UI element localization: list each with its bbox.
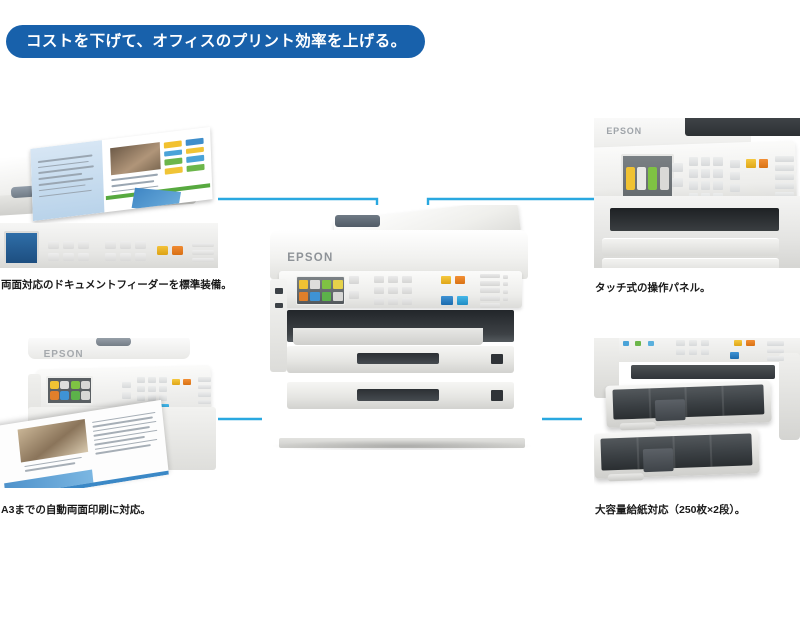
feature-photo-cassette — [594, 338, 800, 488]
output-slot — [610, 208, 780, 231]
touch-lcd-screen — [295, 276, 346, 305]
page-header-banner: コストを下げて、オフィスのプリント効率を上げる。 — [6, 25, 425, 58]
printer-lcd — [4, 231, 39, 265]
printer-illustration: EPSON — [262, 205, 542, 450]
touch-lcd-screen — [45, 375, 94, 405]
paper-cassette-illustration — [594, 338, 800, 488]
paper-cassette-upper — [602, 238, 780, 256]
printed-a3-output — [0, 399, 169, 488]
scanned-document-sheet — [29, 126, 213, 221]
document-feeder-grip — [334, 214, 380, 228]
output-tray[interactable] — [292, 327, 484, 345]
epson-logo: EPSON — [287, 251, 334, 264]
paper-cassette-upper[interactable] — [605, 380, 772, 430]
paper-cassette-lower — [602, 257, 780, 268]
feature-photo-panel: EPSON — [594, 118, 800, 268]
main-product-photo: EPSON — [262, 205, 542, 450]
feature-caption-adf: 両面対応のドキュメントフィーダーを標準装備。 — [1, 279, 232, 291]
paper-cassette-lower[interactable] — [287, 381, 514, 410]
feature-caption-duplex: A3までの自動両面印刷に対応。 — [1, 504, 151, 516]
paper-cassette-upper[interactable] — [287, 344, 514, 373]
feature-photo-adf — [0, 118, 218, 268]
feature-caption-cassette: 大容量給紙対応（250枚×2段）。 — [595, 504, 746, 516]
epson-logo-duplex-photo: EPSON — [43, 348, 84, 360]
duplex-print-illustration: EPSON — [0, 338, 218, 488]
memory-card-slot — [274, 303, 283, 309]
control-panel-illustration: EPSON — [594, 118, 800, 268]
adf-illustration — [0, 118, 218, 268]
feature-photo-duplex: EPSON — [0, 338, 218, 488]
epson-logo-panel-photo: EPSON — [606, 125, 642, 136]
page-title: コストを下げて、オフィスのプリント効率を上げる。 — [26, 32, 407, 50]
feature-caption-panel: タッチ式の操作パネル。 — [595, 282, 711, 294]
paper-cassette-lower[interactable] — [594, 428, 760, 482]
usb-port — [274, 288, 283, 294]
